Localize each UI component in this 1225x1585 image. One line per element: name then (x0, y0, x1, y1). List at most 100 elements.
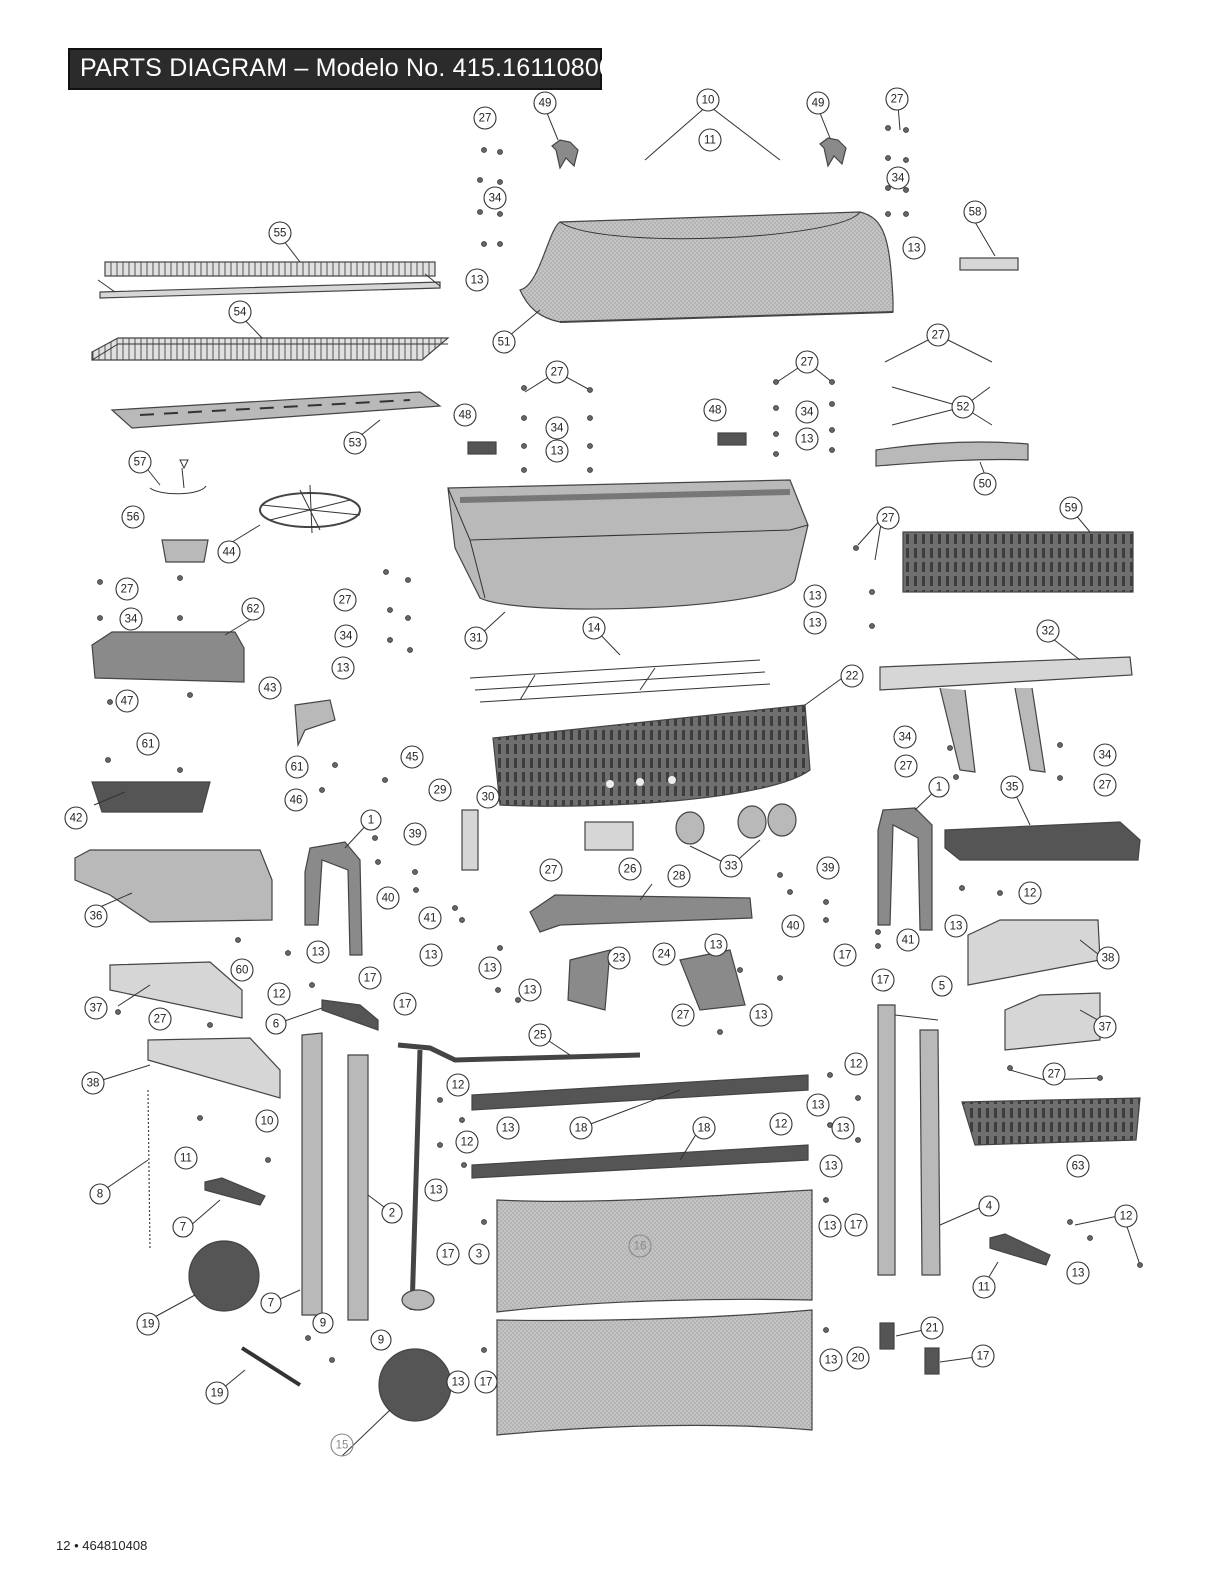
callout-2: 2 (381, 1202, 403, 1224)
callout-label: 1 (368, 815, 374, 827)
callout-label: 42 (70, 813, 83, 825)
axle-part (240, 1346, 302, 1387)
callout-circle (148, 1007, 172, 1031)
callout-circle (978, 1195, 1000, 1217)
callout-circle (931, 975, 953, 997)
callout-13: 13 (424, 1178, 448, 1202)
callout-circle (795, 400, 819, 424)
callout-1: 1 (360, 809, 382, 831)
callout-38: 38 (1096, 946, 1120, 970)
callout-label: 10 (702, 95, 715, 107)
callout-23: 23 (607, 946, 631, 970)
bottom-panel-part (496, 1309, 813, 1436)
callout-13: 13 (331, 656, 355, 680)
callout-label: 12 (452, 1080, 465, 1092)
callout-circle (840, 664, 864, 688)
callout-circle (795, 350, 819, 374)
callout-label: 31 (470, 633, 483, 645)
wheel-part (188, 1240, 260, 1312)
callout-circle (89, 1183, 111, 1205)
callout-label: 9 (320, 1318, 326, 1330)
callout-41: 41 (896, 928, 920, 952)
callout-6: 6 (265, 1013, 287, 1035)
callout-label: 34 (551, 423, 564, 435)
heat-plate-part (110, 391, 442, 429)
callout-circle (312, 1312, 334, 1334)
callout-17: 17 (393, 992, 417, 1016)
callout-circle (492, 330, 516, 354)
callout-circle (128, 450, 152, 474)
callout-label: 22 (846, 671, 859, 683)
callout-circle (228, 300, 252, 324)
callout-10: 10 (255, 1109, 279, 1133)
callout-33: 33 (719, 854, 743, 878)
callout-circle (652, 942, 676, 966)
callout-label: 13 (524, 985, 537, 997)
callout-circle (473, 106, 497, 130)
shelf-bracket-part (877, 807, 933, 931)
callout-21: 21 (920, 1316, 944, 1340)
callout-54: 54 (228, 300, 252, 324)
hinge-bracket-part (551, 137, 847, 170)
callout-circle (436, 1242, 460, 1266)
callout-label: 35 (1006, 782, 1019, 794)
callout-circle (267, 982, 291, 1006)
callout-label: 26 (624, 864, 637, 876)
callout-circle (971, 1344, 995, 1368)
callout-circle (1018, 881, 1042, 905)
callout-label: 13 (755, 1010, 768, 1022)
callout-label: 34 (489, 193, 502, 205)
header-bar: PARTS DIAGRAM – Modelo No. 415.16110800 (68, 48, 613, 90)
callout-13: 13 (478, 956, 502, 980)
callout-circle (81, 1071, 105, 1095)
callout-28: 28 (667, 864, 691, 888)
callout-14: 14 (582, 616, 606, 640)
callout-circle (894, 754, 918, 778)
callout-49: 49 (533, 91, 557, 115)
callout-circle (419, 943, 443, 967)
caster-part (879, 1322, 895, 1350)
lid-handle-part (875, 441, 1029, 467)
callout-27: 27 (876, 506, 900, 530)
callout-circle (476, 785, 500, 809)
callout-circle (803, 584, 827, 608)
callout-13: 13 (419, 943, 443, 967)
callout-circle (260, 1292, 282, 1314)
callout-17: 17 (871, 968, 895, 992)
callout-36: 36 (84, 904, 108, 928)
callout-27: 27 (115, 577, 139, 601)
callout-circle (446, 1073, 470, 1097)
callout-label: 41 (902, 935, 915, 947)
callout-59: 59 (1059, 496, 1083, 520)
callout-label: 32 (1042, 626, 1055, 638)
callout-circle (704, 933, 728, 957)
callout-12: 12 (267, 982, 291, 1006)
callout-circle (284, 788, 308, 812)
callout-circle (818, 1214, 842, 1238)
callout-label: 39 (409, 829, 422, 841)
callout-label: 13 (710, 940, 723, 952)
callout-13: 13 (819, 1348, 843, 1372)
gas-manifold-part (529, 894, 753, 933)
callout-13: 13 (831, 1116, 855, 1140)
callout-circle (115, 689, 139, 713)
grill-lid-part (519, 211, 894, 323)
callout-label: 13 (908, 243, 921, 255)
callout-label: 20 (852, 1353, 865, 1365)
callout-label: 13 (312, 947, 325, 959)
callout-60: 60 (230, 958, 254, 982)
callout-label: 53 (349, 438, 362, 450)
callout-40: 40 (376, 886, 400, 910)
callout-34: 34 (334, 624, 358, 648)
wire-rack-part (469, 659, 771, 703)
callout-51: 51 (492, 330, 516, 354)
callout-label: 13 (825, 1355, 838, 1367)
callout-label: 12 (850, 1059, 863, 1071)
callout-label: 57 (134, 457, 147, 469)
callout-label: 38 (1102, 953, 1115, 965)
callout-circle (698, 128, 722, 152)
callout-label: 49 (812, 98, 825, 110)
callout-12: 12 (1114, 1204, 1138, 1228)
callout-label: 27 (677, 1010, 690, 1022)
callout-circle (119, 607, 143, 631)
